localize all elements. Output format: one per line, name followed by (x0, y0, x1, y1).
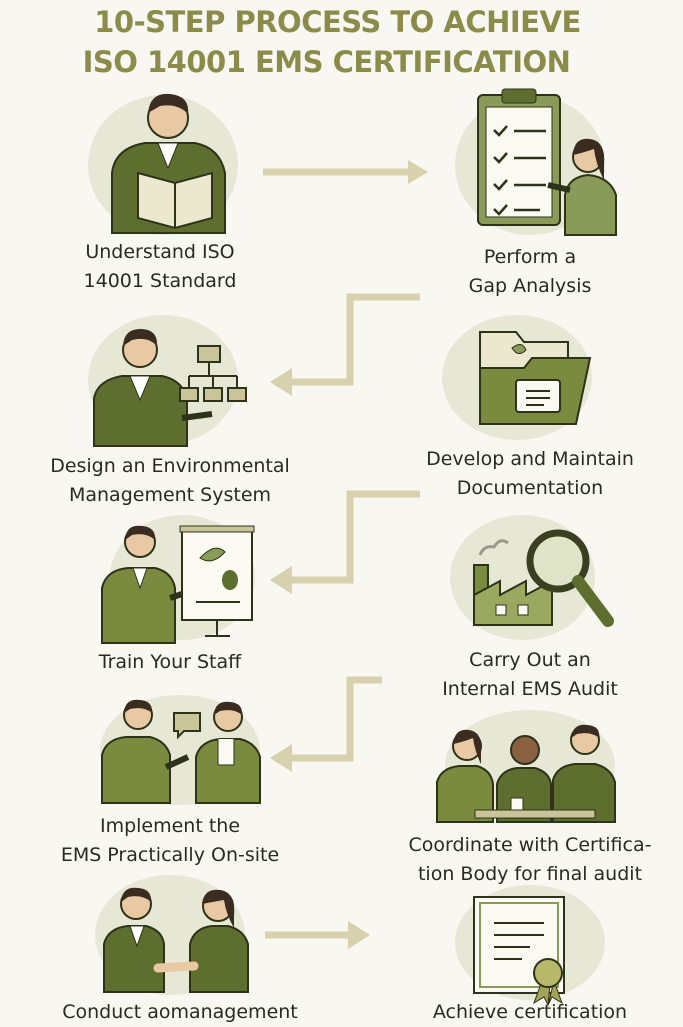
step4-label-line1: Develop and Maintain (426, 448, 634, 470)
step1-label-line2: 14001 Standard (83, 270, 237, 292)
step4-label: Develop and Maintain Documentation (385, 445, 675, 503)
clipboard-checklist-icon (477, 88, 617, 236)
step2-label-line2: Gap Analysis (468, 275, 592, 297)
arrowhead-left (270, 368, 292, 396)
step6-label-line1: Carry Out an (469, 649, 591, 671)
step3-label-line2: Management System (68, 484, 272, 506)
person-org-chart-icon (93, 328, 247, 447)
step6-label: Carry Out an Internal EMS Audit (380, 646, 680, 704)
arrowhead-left (270, 566, 292, 594)
step9-label: Conduct aomanagement (30, 998, 330, 1027)
page-title-line-2: ISO 14001 EMS CERTIFICATION (82, 45, 571, 79)
arrowhead-right (408, 160, 428, 184)
step1-label: Understand ISO 14001 Standard (40, 238, 280, 296)
step3-label-line1: Design an Environmental (50, 455, 290, 477)
arrowhead-right (348, 921, 370, 949)
page-title-line-1: 10-STEP PROCESS TO ACHIEVE (94, 5, 581, 39)
step8-label: Coordinate with Certifica- tion Body for… (380, 831, 680, 889)
step3-label: Design an Environmental Management Syste… (20, 452, 320, 510)
arrowhead-left (270, 744, 292, 772)
step5-label-line1: Train Your Staff (98, 651, 242, 673)
step8-label-line1: Coordinate with Certifica- (408, 834, 652, 856)
step6-label-line2: Internal EMS Audit (442, 678, 618, 700)
step7-label-line1: Implement the (99, 815, 241, 837)
step7-label-line2: EMS Practically On-site (60, 844, 280, 866)
step10-label-line1: Achieve certification (432, 1001, 628, 1023)
person-reading-book-icon (111, 93, 226, 234)
step10-label: Achieve certification (380, 998, 680, 1027)
step5-label: Train Your Staff (40, 648, 300, 677)
meeting-group-icon (436, 724, 616, 823)
two-people-talking-icon (101, 699, 261, 804)
arrow-step2-to-step3 (290, 293, 420, 386)
step1-label-line1: Understand ISO (85, 241, 235, 263)
step2-label-line1: Perform a (483, 246, 577, 268)
step7-label: Implement the EMS Practically On-site (20, 812, 320, 870)
handshake-icon (103, 887, 249, 993)
step4-label-line2: Documentation (456, 477, 604, 499)
step2-label: Perform a Gap Analysis (410, 243, 650, 301)
factory-magnifier-icon (473, 529, 614, 627)
certificate-ribbon-icon (473, 896, 565, 1007)
folder-document-icon (479, 331, 592, 425)
step8-label-line2: tion Body for final audit (417, 863, 643, 885)
arrow-step4-to-step5 (290, 490, 420, 584)
presenter-board-icon (101, 525, 255, 644)
arrow-step6-to-step7 (290, 676, 382, 762)
step9-label-line1: Conduct aomanagement (62, 1001, 298, 1023)
